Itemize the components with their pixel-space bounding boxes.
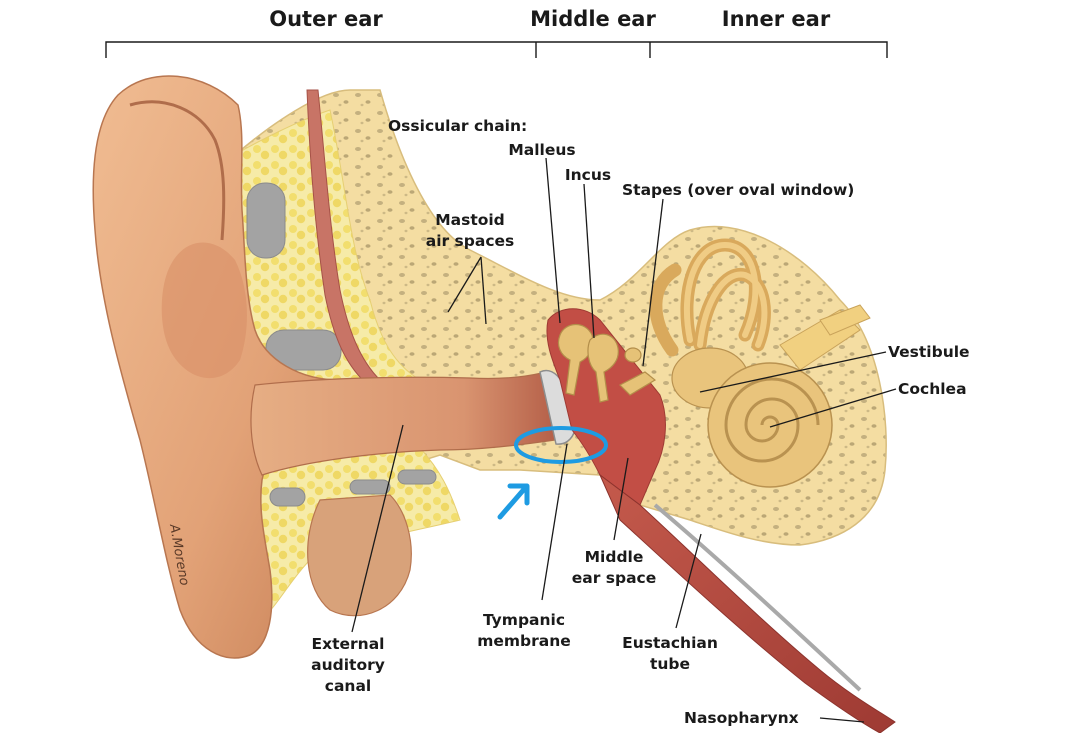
middle-ear-space-label-line1: Middle (585, 548, 644, 566)
auricle-fold (129, 100, 226, 241)
external-canal-label-line2: auditory (311, 656, 385, 674)
cochlea-label: Cochlea (898, 380, 967, 398)
eustachian-tube-shape (598, 473, 896, 733)
inner-ear-heading: Inner ear (722, 7, 831, 31)
incus-label: Incus (565, 166, 611, 184)
tympanic-membrane-label-line1: Tympanic (483, 611, 565, 629)
external-canal-label-line3: canal (325, 677, 371, 695)
leader-lines (351, 157, 897, 723)
cartilage (246, 182, 437, 507)
auricle-concha (161, 242, 247, 379)
middle-ear-heading: Middle ear (530, 7, 656, 31)
external-canal-label-line1: External (312, 635, 385, 653)
highlight-arrow-icon (497, 483, 530, 520)
eustachian-tube-sheath (653, 503, 862, 692)
outer-ear-heading: Outer ear (269, 7, 383, 31)
vestibule-label: Vestibule (888, 343, 970, 361)
malleus-label: Malleus (508, 141, 575, 159)
stapes-label: Stapes (over oval window) (622, 181, 854, 199)
region-brackets (105, 41, 888, 58)
tympanic-membrane-label-line2: membrane (477, 632, 571, 650)
external-canal (250, 371, 556, 476)
eustachian-tube-label-line1: Eustachian (622, 634, 718, 652)
auditory-nerve (779, 304, 871, 371)
mastoid-label-line2: air spaces (426, 232, 515, 250)
tympanic-highlight-ellipse (514, 426, 608, 464)
nasopharynx-label: Nasopharynx (684, 709, 799, 727)
ossicular-chain-label: Ossicular chain: (388, 117, 527, 135)
eustachian-tube-label-line2: tube (650, 655, 690, 673)
mastoid-label-line1: Mastoid (435, 211, 505, 229)
cochlea-shape (707, 362, 833, 488)
ossicles (557, 323, 657, 403)
earlobe (307, 494, 412, 617)
middle-ear-space-label-line2: ear space (572, 569, 657, 587)
semicircular-canals-inner (684, 241, 768, 348)
